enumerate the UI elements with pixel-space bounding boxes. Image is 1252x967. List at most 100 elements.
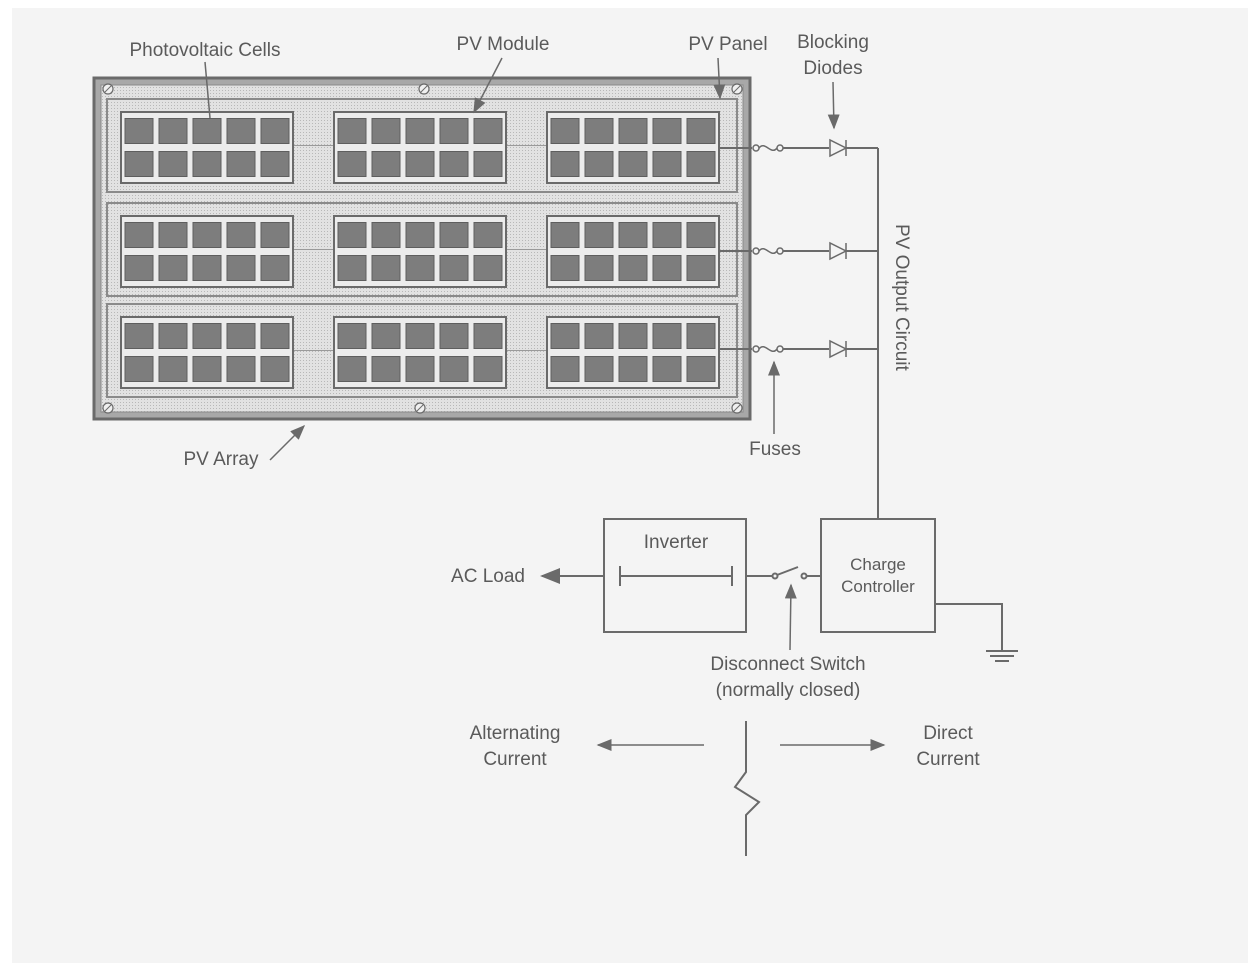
- photovoltaic-cell: [439, 323, 469, 349]
- photovoltaic-cell: [371, 255, 401, 281]
- photovoltaic-cell: [405, 323, 435, 349]
- photovoltaic-cell: [192, 356, 222, 382]
- photovoltaic-cell: [192, 323, 222, 349]
- switch-icon: [771, 566, 808, 580]
- photovoltaic-cell: [618, 356, 648, 382]
- diode-icon: [829, 241, 848, 261]
- direct-current-label-1: Direct: [923, 723, 973, 744]
- photovoltaic-cell: [192, 222, 222, 248]
- photovoltaic-cell: [550, 151, 580, 177]
- photovoltaic-cell: [652, 118, 682, 144]
- blocking-diodes-label-1: Blocking: [797, 32, 869, 53]
- photovoltaic-cell: [260, 151, 290, 177]
- pv-panel-label: PV Panel: [688, 34, 767, 55]
- pv-panel-pointer: [713, 57, 726, 100]
- inverter-symbol: [619, 566, 733, 586]
- photovoltaic-cell: [371, 151, 401, 177]
- photovoltaic-cell: [192, 151, 222, 177]
- photovoltaic-cell: [652, 356, 682, 382]
- photovoltaic-cell: [686, 356, 716, 382]
- photovoltaic-cell: [618, 118, 648, 144]
- photovoltaic-cell: [550, 118, 580, 144]
- inverter-label: Inverter: [644, 532, 709, 553]
- photovoltaic-cell: [439, 356, 469, 382]
- photovoltaic-cell: [618, 151, 648, 177]
- photovoltaic-cell: [337, 323, 367, 349]
- photovoltaic-cell: [439, 255, 469, 281]
- photovoltaic-cell: [439, 118, 469, 144]
- fuse-icon: [752, 345, 784, 353]
- pv-array-label: PV Array: [184, 449, 259, 470]
- photovoltaic-cell: [260, 323, 290, 349]
- photovoltaic-cell: [158, 118, 188, 144]
- photovoltaic-cell: [686, 255, 716, 281]
- photovoltaic-cell: [192, 255, 222, 281]
- pv-panels: [106, 98, 738, 398]
- photovoltaic-cell: [686, 222, 716, 248]
- photovoltaic-cell: [124, 323, 154, 349]
- photovoltaic-cell: [158, 255, 188, 281]
- photovoltaic-cell: [618, 323, 648, 349]
- photovoltaic-cell: [260, 118, 290, 144]
- photovoltaic-cell: [652, 222, 682, 248]
- photovoltaic-cell: [652, 323, 682, 349]
- photovoltaic-cell: [584, 118, 614, 144]
- photovoltaic-cell: [686, 118, 716, 144]
- charge-controller-box: [820, 518, 936, 633]
- photovoltaic-cell: [618, 222, 648, 248]
- photovoltaic-cell: [550, 356, 580, 382]
- photovoltaic-cell: [473, 356, 503, 382]
- photovoltaic-cell: [405, 255, 435, 281]
- photovoltaic-cell: [371, 222, 401, 248]
- photovoltaic-cell: [550, 323, 580, 349]
- photovoltaic-cell: [337, 222, 367, 248]
- photovoltaic-cell: [439, 151, 469, 177]
- disconnect-switch-label-1: Disconnect Switch: [710, 654, 865, 675]
- photovoltaic-cell: [226, 255, 256, 281]
- photovoltaic-cell: [158, 222, 188, 248]
- photovoltaic-cell: [405, 118, 435, 144]
- photovoltaic-cell: [337, 255, 367, 281]
- photovoltaic-cell: [124, 356, 154, 382]
- photovoltaic-cell: [473, 222, 503, 248]
- photovoltaic-cell: [226, 222, 256, 248]
- photovoltaic-cell: [439, 222, 469, 248]
- photovoltaic-cell: [584, 151, 614, 177]
- photovoltaic-cell: [226, 118, 256, 144]
- screw-icon: [414, 402, 426, 414]
- photovoltaic-cell: [371, 356, 401, 382]
- screw-icon: [102, 402, 114, 414]
- photovoltaic-cell: [550, 255, 580, 281]
- photovoltaic-cell: [652, 151, 682, 177]
- charge-controller-label-2: Controller: [841, 577, 915, 596]
- photovoltaic-cell: [337, 118, 367, 144]
- photovoltaic-cell: [226, 323, 256, 349]
- blocking-diodes-label-2: Diodes: [803, 58, 862, 79]
- switch-pointer-arrow: [784, 583, 797, 651]
- photovoltaic-cell: [652, 255, 682, 281]
- photovoltaic-cell: [158, 323, 188, 349]
- charge-controller-label-1: Charge: [850, 555, 906, 574]
- photovoltaic-cells-label: Photovoltaic Cells: [129, 40, 280, 61]
- photovoltaic-cell: [618, 255, 648, 281]
- output-wiring: [718, 138, 878, 359]
- photovoltaic-cell: [371, 118, 401, 144]
- photovoltaic-cell: [260, 255, 290, 281]
- photovoltaic-cell: [473, 118, 503, 144]
- screws: [102, 83, 743, 414]
- photovoltaic-cell: [260, 356, 290, 382]
- photovoltaic-cell: [337, 151, 367, 177]
- photovoltaic-cell: [337, 356, 367, 382]
- blocking-diodes-pointer: [827, 81, 840, 130]
- fuses-label: Fuses: [749, 439, 801, 460]
- photovoltaic-cell: [584, 356, 614, 382]
- ac-load-label: AC Load: [451, 566, 525, 587]
- photovoltaic-cell: [158, 151, 188, 177]
- pv-array-pointer: [269, 424, 306, 461]
- screw-icon: [731, 402, 743, 414]
- diode-icon: [829, 138, 848, 158]
- photovoltaic-cell: [550, 222, 580, 248]
- photovoltaic-cell: [226, 151, 256, 177]
- pv-module-pointer: [473, 57, 503, 114]
